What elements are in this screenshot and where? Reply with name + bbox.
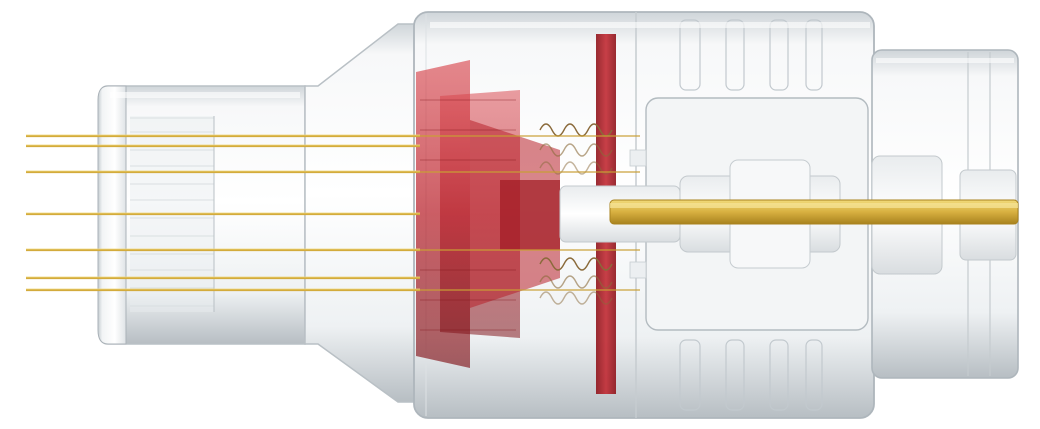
needles [26, 134, 640, 292]
red-hub [416, 60, 560, 368]
glass-highlights [110, 22, 1014, 98]
spring-upper [539, 123, 613, 175]
needle [26, 134, 420, 292]
spring-lower [539, 257, 613, 305]
